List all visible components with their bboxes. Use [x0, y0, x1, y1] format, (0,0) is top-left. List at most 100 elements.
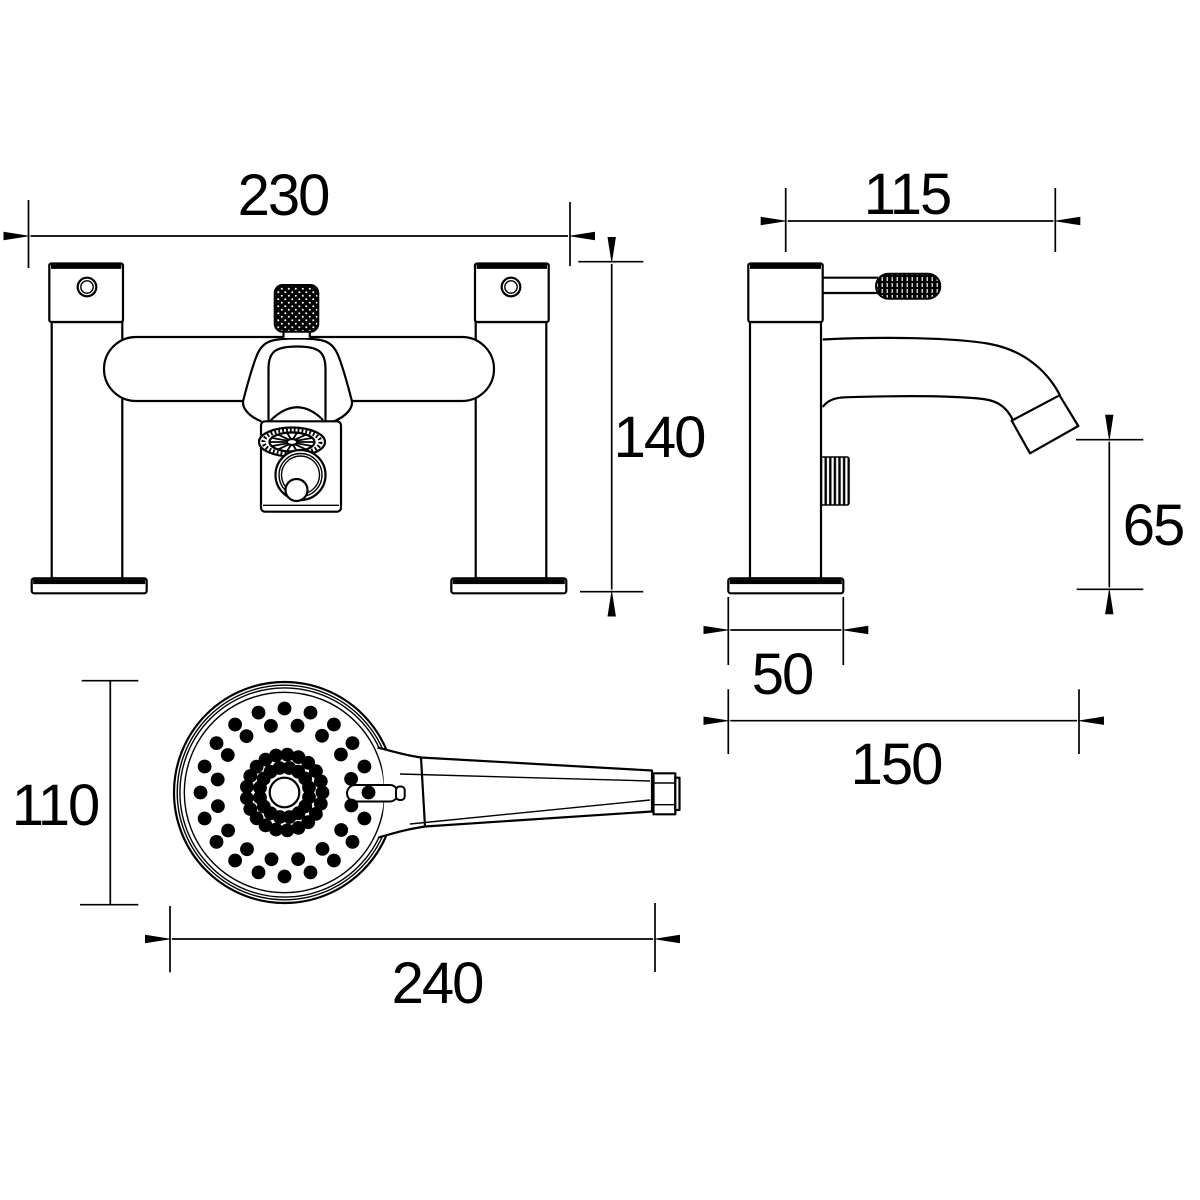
spray-hole [258, 752, 273, 767]
side-pillar-body [748, 320, 823, 580]
spray-hole [282, 810, 297, 824]
lever-handle[interactable] [822, 272, 942, 300]
front-left-cap-hole [76, 276, 98, 298]
spray-hole [345, 736, 360, 750]
spray-hole [315, 842, 330, 856]
spray-hole [309, 764, 323, 778]
spray-mode-toggle[interactable] [346, 784, 406, 803]
diverter-knob[interactable] [273, 284, 320, 333]
handle-taper-line-bottom [409, 799, 651, 825]
handset-cradle [257, 420, 343, 513]
spray-hole [197, 811, 212, 826]
dim-label-230: 230 [238, 163, 329, 228]
nut-tip [674, 776, 681, 812]
spray-hole [277, 701, 292, 716]
aerator-spoke [277, 433, 289, 441]
toggle-cap [395, 785, 406, 801]
spray-hole [315, 728, 329, 743]
spray-hole [210, 772, 225, 787]
aerator-center [285, 437, 299, 447]
spout-bottom-line [821, 395, 1015, 422]
dim-label-115: 115 [864, 162, 950, 227]
handset-handle[interactable] [419, 756, 654, 828]
base-top-band [729, 579, 842, 585]
spray-hole [344, 798, 359, 813]
front-right-base [450, 577, 568, 595]
spray-hole [209, 736, 224, 750]
handset-center-nozzle [268, 776, 301, 809]
spray-hole [313, 796, 328, 811]
spray-hole [334, 823, 349, 837]
spray-hole [277, 869, 292, 884]
aerator-spoke [286, 432, 292, 440]
aerator-spoke [296, 437, 312, 442]
spray-hole [228, 853, 243, 868]
spray-hole [302, 780, 316, 795]
dim-side-spout-clearance: 65 [1076, 414, 1185, 615]
front-left-cap-hole-inner [80, 280, 94, 294]
spray-hole [315, 785, 330, 800]
nut-body [652, 772, 677, 816]
dim-front-overall-width: 230 [3, 163, 595, 268]
spray-hole [303, 865, 318, 880]
dim-label-140: 140 [614, 405, 705, 470]
spray-hole [344, 772, 358, 786]
aerator-knurl-ring [261, 427, 323, 457]
spray-hole [291, 852, 305, 866]
dim-label-110: 110 [12, 773, 98, 838]
handset-view [172, 680, 681, 905]
hose-socket-hole [284, 477, 309, 503]
aerator-spoke [286, 444, 292, 452]
dim-label-65: 65 [1123, 493, 1184, 558]
side-pillar-cap [747, 262, 824, 324]
spray-hole [209, 835, 224, 849]
spray-hole [345, 835, 360, 849]
dim-label-150: 150 [851, 732, 942, 797]
spray-hole [240, 842, 254, 857]
spray-hole [280, 747, 295, 762]
spray-hole [361, 785, 376, 800]
spray-hole [264, 719, 278, 733]
spray-hole [211, 799, 225, 813]
front-view [30, 262, 568, 595]
front-right-cap-hole-inner [504, 280, 518, 294]
aerator-spoke [296, 442, 312, 447]
spray-hole-pattern [193, 701, 376, 884]
spray-hole [221, 823, 236, 838]
aerator-spoke [272, 437, 288, 442]
spray-hole [251, 705, 266, 720]
base-top-band [452, 579, 565, 585]
handle-neck-top [377, 746, 422, 759]
aerator-spoke [295, 433, 307, 441]
side-spout [821, 336, 1080, 455]
aerator-spoke [272, 442, 288, 447]
spout-top-line [822, 336, 1061, 396]
spray-hole [197, 759, 212, 774]
spout-tube-flare [269, 406, 324, 422]
spray-hole [290, 718, 305, 733]
spray-hole [272, 761, 287, 775]
base-top-band [33, 579, 146, 585]
spray-hole [228, 717, 243, 732]
side-view [727, 262, 1080, 595]
spray-hole [303, 705, 318, 720]
spout-tube [267, 345, 327, 421]
spray-hole [253, 790, 267, 805]
dim-side-overall-depth: 150 [703, 689, 1104, 797]
aerator-spoke [277, 443, 289, 451]
spray-hole [327, 717, 341, 732]
lever-grip[interactable] [875, 272, 942, 300]
dim-handset-head-diameter: 110 [12, 679, 139, 906]
spray-hole [240, 779, 254, 794]
spray-hole [280, 823, 295, 838]
spray-hole [357, 811, 372, 826]
dim-label-50: 50 [752, 642, 813, 707]
aerator-spoke [292, 432, 298, 440]
dim-side-base-width: 50 [703, 597, 869, 707]
spout-outlet-tip [1010, 394, 1080, 455]
dim-side-spout-reach: 115 [760, 162, 1081, 252]
spray-hole [357, 759, 372, 774]
spray-hole [193, 785, 208, 800]
dim-front-overall-height: 140 [578, 237, 706, 617]
hose-outlet-thread [820, 456, 850, 506]
